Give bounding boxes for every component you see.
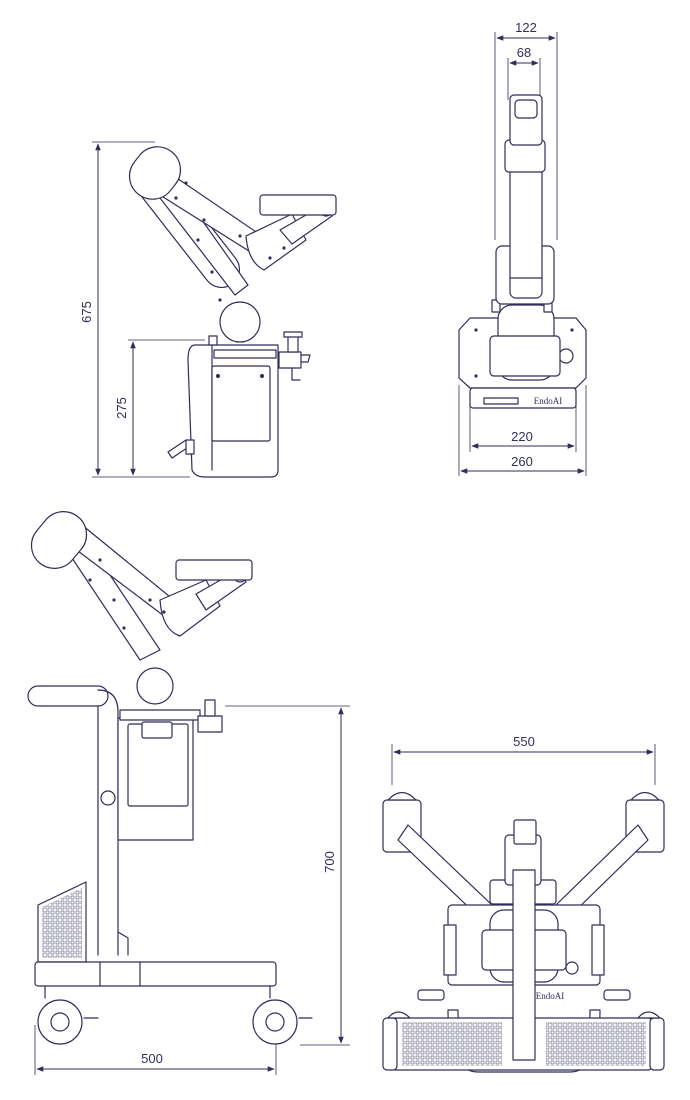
front-base-unit: EndoAI: [458, 299, 587, 409]
dim-cart-width-label: 550: [513, 734, 535, 749]
dim-total-height-label: 675: [79, 301, 94, 323]
cart-frame: [27, 685, 313, 1045]
robotic-arm: [128, 146, 337, 343]
dim-cart-height-label: 700: [322, 851, 337, 873]
dim-base-height-label: 275: [114, 397, 129, 419]
base-unit: [167, 331, 311, 478]
side-view: 675 275: [79, 141, 337, 478]
front-logo: EndoAI: [534, 396, 563, 406]
cart-arm: [30, 511, 253, 705]
front-view: 122 68 220 260 EndoAI: [458, 20, 587, 476]
dim-base-outer-label: 260: [511, 454, 533, 469]
cart-side-view: 700 500: [27, 511, 350, 1075]
cart-front-logo: EndoAI: [536, 991, 565, 1001]
dim-cart-depth-label: 500: [141, 1051, 163, 1066]
dim-top-inner-label: 68: [517, 45, 531, 60]
dim-top-outer-label: 122: [515, 20, 537, 35]
cart-front-frame: EndoAI: [382, 791, 665, 1073]
dim-base-inner-label: 220: [511, 429, 533, 444]
front-arm: [495, 94, 555, 305]
cart-front-view: 550 EndoAI: [382, 734, 665, 1073]
